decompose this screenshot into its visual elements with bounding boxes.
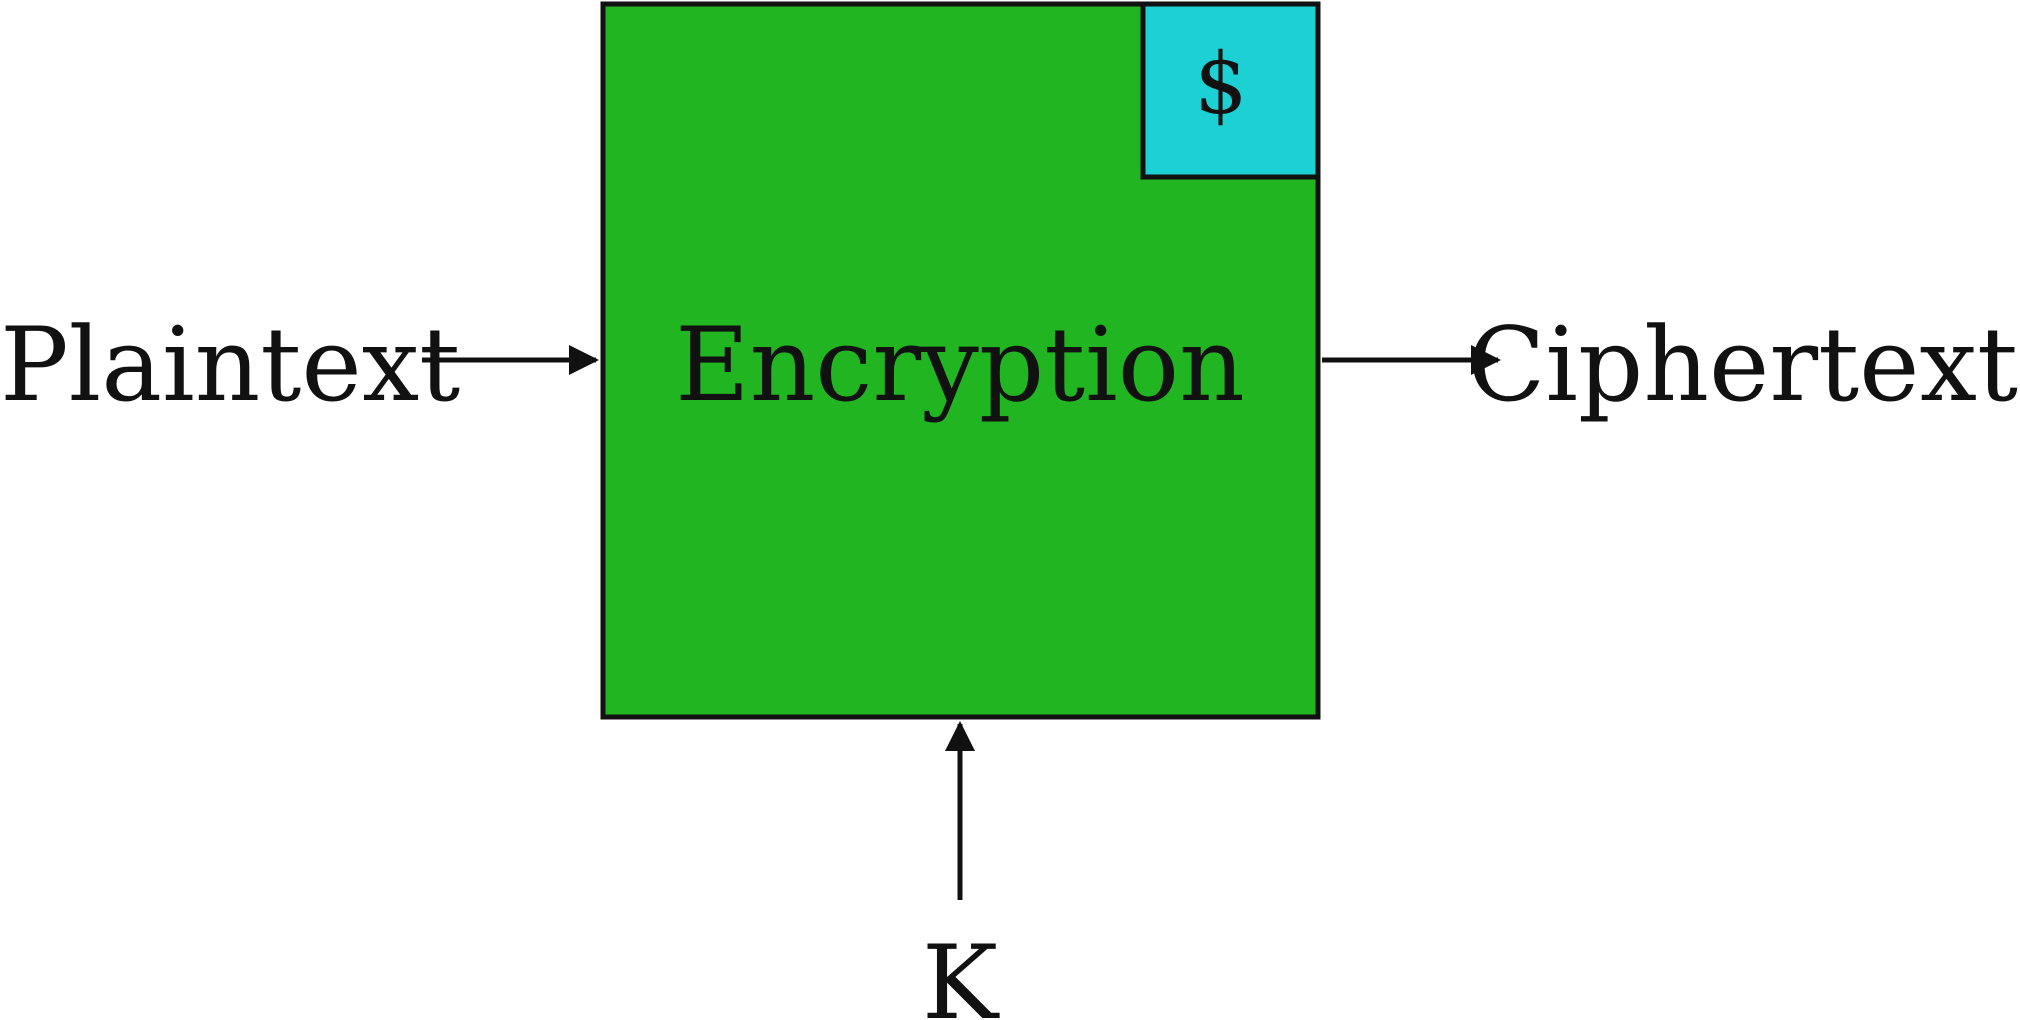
key-label: K (922, 924, 1000, 1020)
plaintext-label: Plaintext (0, 306, 460, 425)
ciphertext-label: Ciphertext (1467, 306, 2018, 425)
randomness-box (1140, 1, 1321, 180)
randomness-symbol: $ (1194, 35, 1247, 133)
encryption-label: Encryption (675, 306, 1245, 425)
